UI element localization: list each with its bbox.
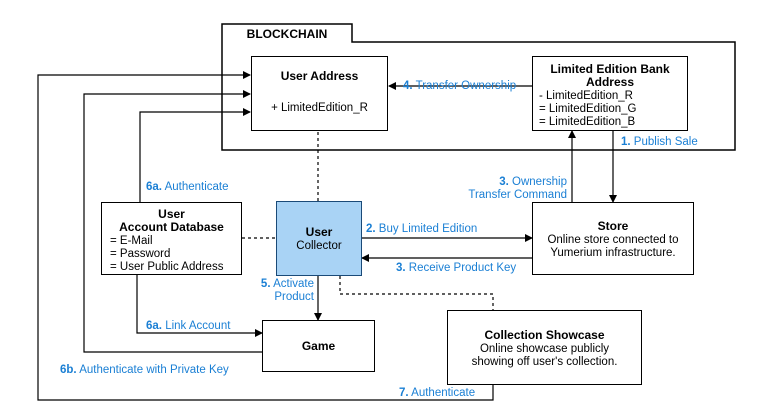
label-step-6a-link-account: 6a. Link Account (146, 320, 231, 332)
dashed-collector-showcase (339, 276, 494, 310)
user-collector-box: User Collector (276, 201, 362, 276)
db-item: = Password (110, 248, 171, 260)
bank-item: = LimitedEdition_G (539, 103, 637, 115)
label-step-2: 2. Buy Limited Edition (366, 223, 478, 235)
showcase-desc-line1: Online showcase publicly (479, 343, 610, 355)
blockchain-label: BLOCKCHAIN (246, 27, 328, 41)
label-step-1: 1. Publish Sale (621, 136, 698, 148)
label-step-3: 3. Receive Product Key (396, 262, 517, 274)
game-box: Game (262, 320, 375, 372)
showcase-box: Collection Showcase Online showcase publ… (447, 310, 642, 385)
showcase-title: Collection Showcase (484, 328, 605, 342)
bank-address-box: Limited Edition Bank Address - LimitedEd… (532, 56, 688, 131)
arrow-6b-private-key (83, 90, 262, 353)
arrow-6a-authenticate (136, 108, 251, 209)
bank-title-line1: Limited Edition Bank (550, 62, 670, 76)
db-item: = E-Mail (110, 235, 153, 247)
db-title-line1: User (158, 207, 185, 221)
store-title: Store (597, 219, 629, 233)
blockchain-frame (221, 23, 736, 151)
bank-item: = LimitedEdition_B (539, 116, 636, 128)
label-step-5-line2: Product (274, 291, 314, 303)
label-step-3-command-line2: Transfer Command (468, 189, 567, 201)
store-desc-line1: Online store connected to (547, 234, 679, 246)
showcase-desc-line2: showing off user's collection. (471, 356, 618, 368)
bank-item: - LimitedEdition_R (539, 90, 633, 102)
store-box: Store Online store connected to Yumerium… (532, 202, 694, 275)
label-step-5: 5. Activate (260, 278, 314, 290)
label-step-3-command: 3. Ownership (499, 176, 567, 188)
label-step-4: 4. Transfer Ownership (403, 80, 517, 92)
label-step-7: 7. Authenticate (399, 387, 476, 399)
db-item: = User Public Address (110, 261, 224, 273)
collector-line1: User (305, 225, 333, 239)
label-step-6b: 6b. Authenticate with Private Key (60, 364, 229, 376)
user-address-box: User Address + LimitedEdition_R (251, 56, 388, 131)
db-title-line2: Account Database (119, 220, 224, 234)
store-desc-line2: Yumerium infrastructure. (550, 247, 676, 259)
bank-title-line2: Address (585, 75, 635, 89)
arrow-6a-link-account (133, 268, 263, 337)
user-address-title: User Address (280, 69, 359, 83)
label-step-6a-authenticate: 6a. Authenticate (146, 181, 229, 193)
account-database-box: User Account Database = E-Mail = Passwor… (101, 202, 242, 275)
arrow-7-authenticate (37, 71, 494, 401)
game-title: Game (301, 339, 336, 353)
user-address-item: + LimitedEdition_R (271, 102, 368, 114)
collector-line2: Collector (296, 240, 342, 252)
